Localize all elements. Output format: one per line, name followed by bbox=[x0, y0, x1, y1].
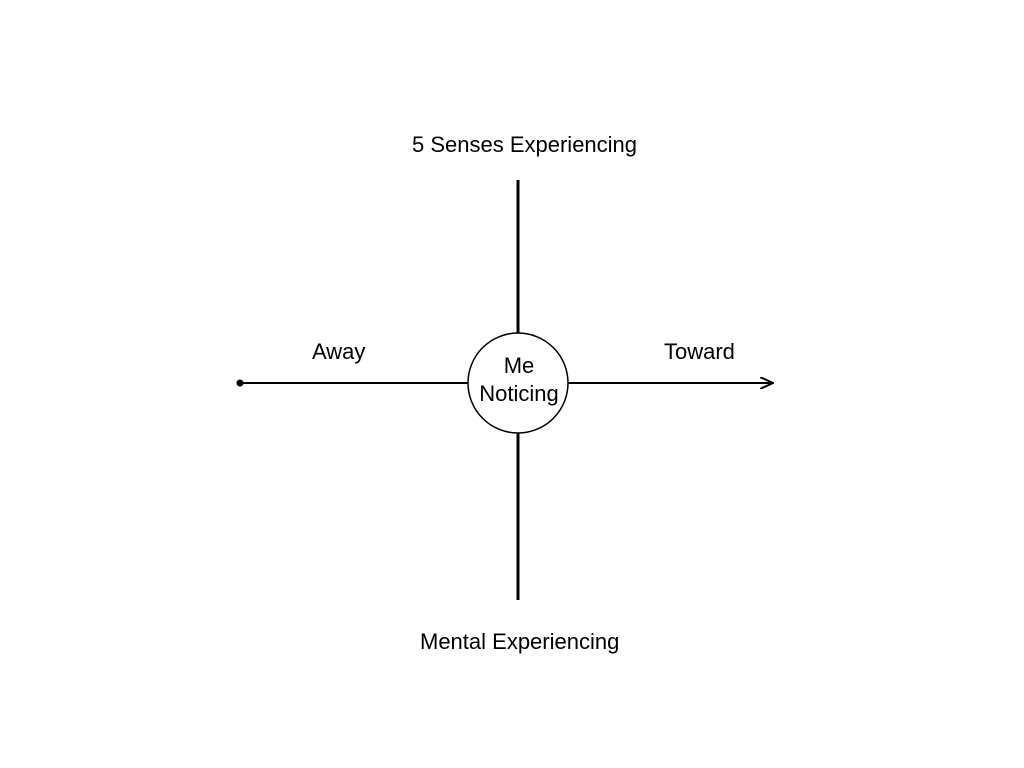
left-label: Away bbox=[312, 339, 366, 364]
top-label: 5 Senses Experiencing bbox=[412, 132, 638, 157]
center-circle bbox=[467, 332, 569, 434]
center-label-line2: Noticing bbox=[479, 381, 559, 406]
center-label-line1: Me bbox=[503, 353, 535, 378]
center-label: Me Noticing bbox=[468, 352, 570, 408]
bottom-label: Mental Experiencing bbox=[420, 629, 620, 654]
right-label: Toward bbox=[664, 339, 735, 364]
